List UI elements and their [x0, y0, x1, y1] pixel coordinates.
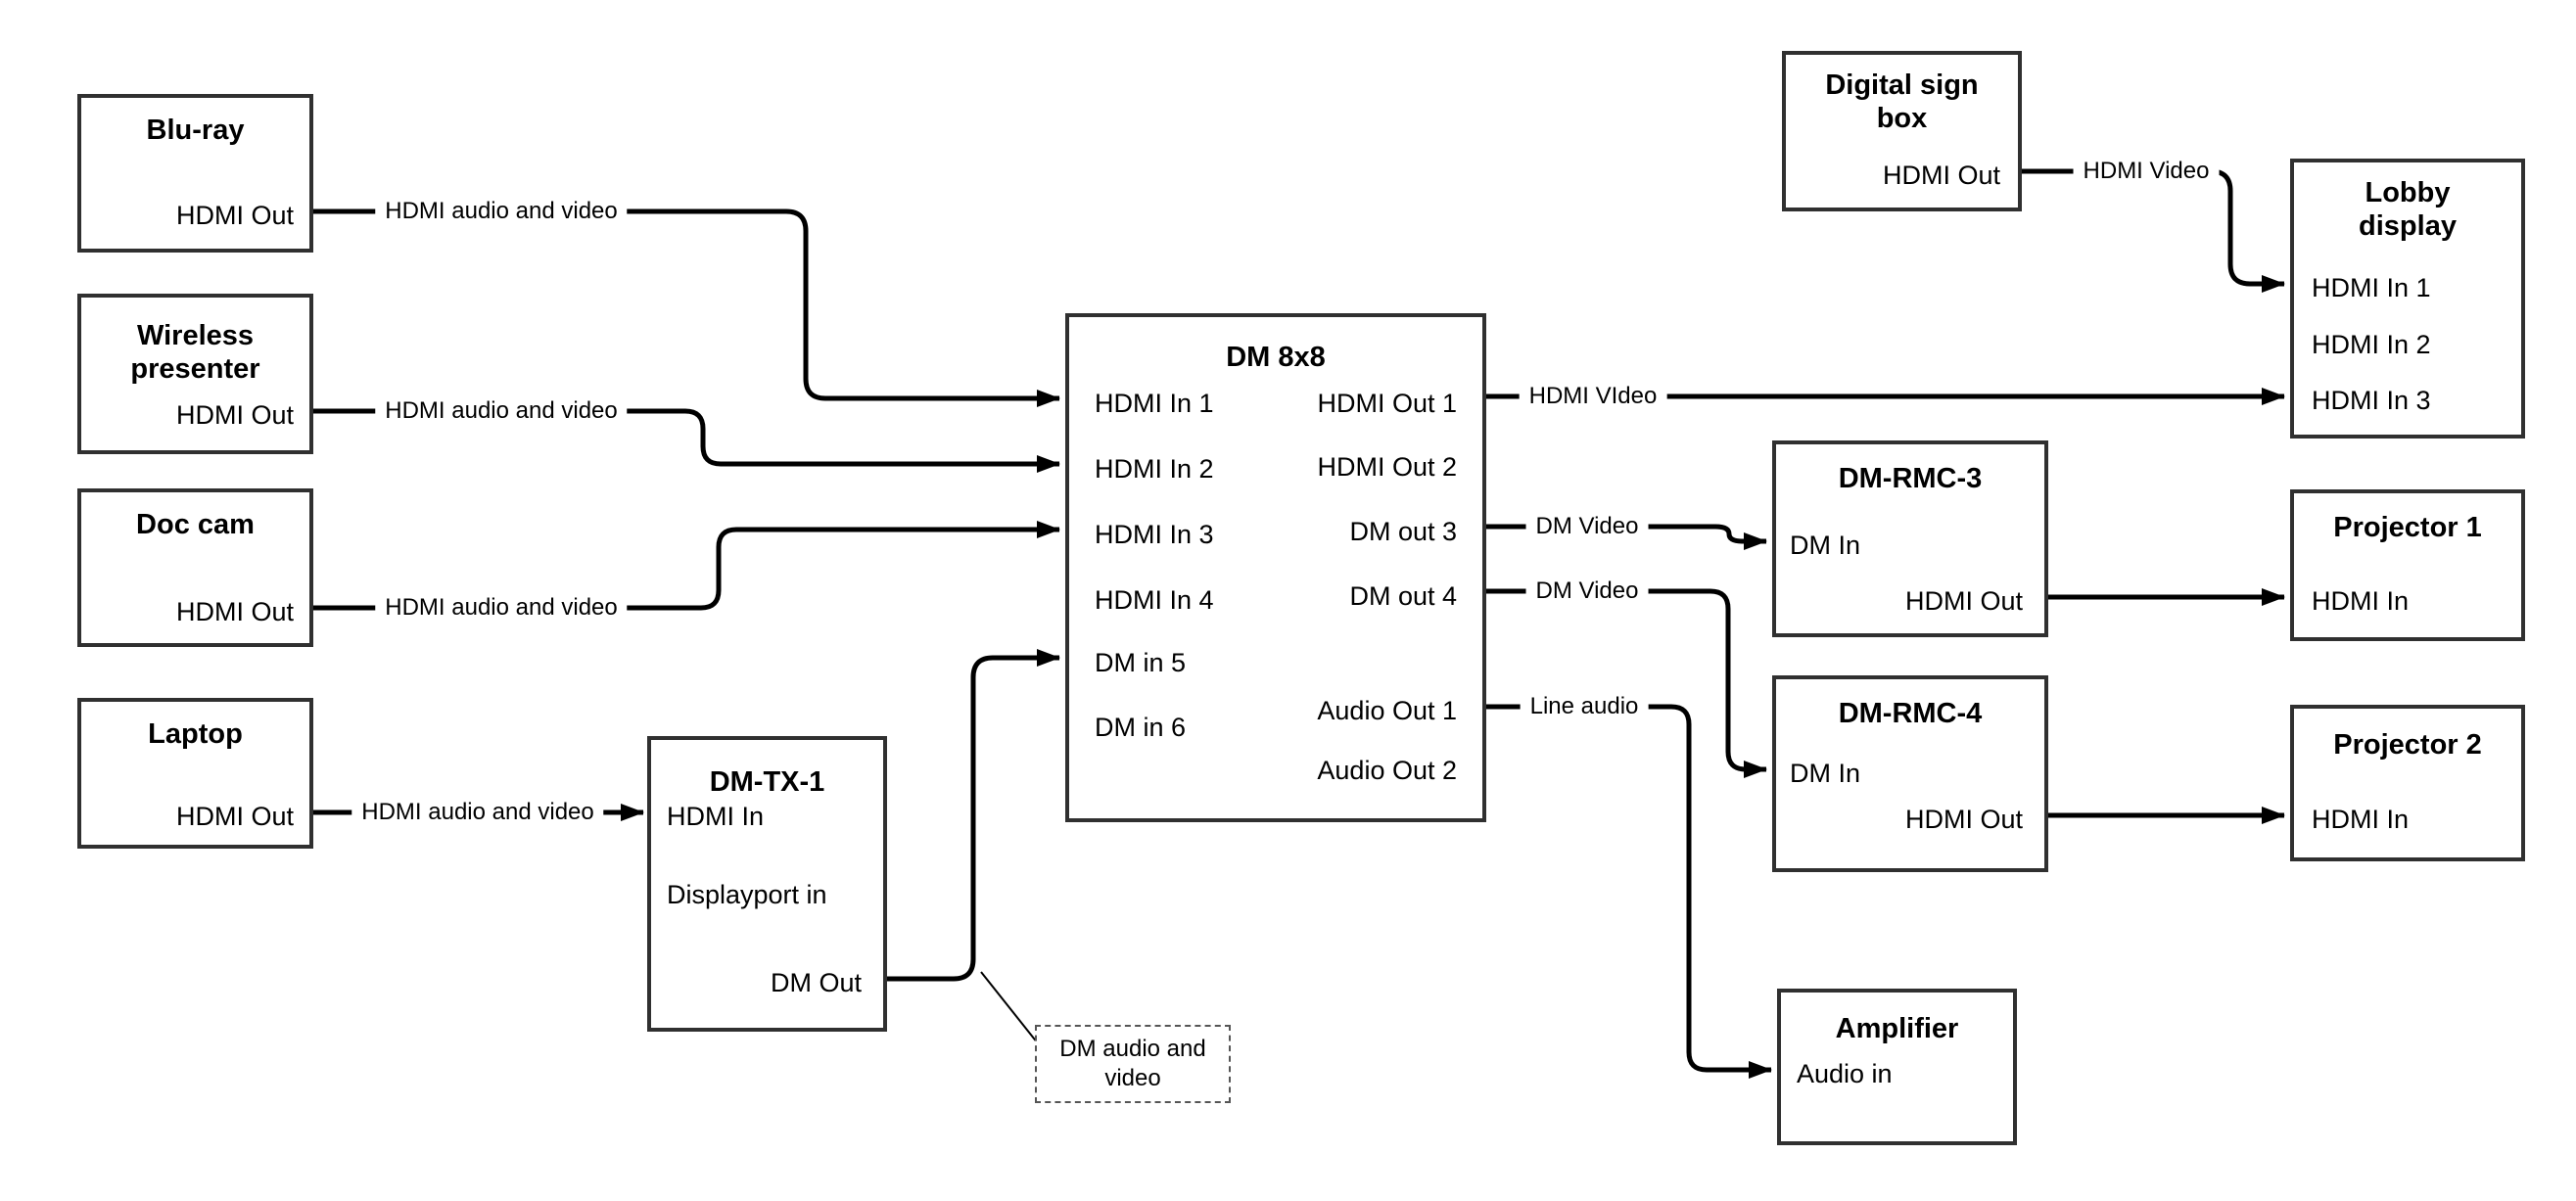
- node-title: DM 8x8: [1226, 342, 1326, 373]
- connector-dmtx1-to-dm8x8-in5: [887, 649, 1060, 982]
- callout-dm-audio-video: DM audio and video: [1035, 1025, 1231, 1103]
- node-title: DM-RMC-4: [1838, 698, 1983, 729]
- connector-digitalsign-to-lobby-in1: [2022, 168, 2285, 293]
- node-title: Projector 1: [2333, 512, 2482, 543]
- edge-label-hdmi-av-bluray: HDMI audio and video: [375, 197, 628, 226]
- edge-label-hdmi-av-wireless: HDMI audio and video: [375, 396, 628, 426]
- port-hdmi-out: HDMI Out: [175, 597, 294, 626]
- node-title: Projector 2: [2333, 729, 2482, 761]
- node-projector-2: Projector 2 HDMI In: [2290, 705, 2525, 861]
- port-audio-in: Audio in: [1797, 1059, 1893, 1088]
- node-dm-rmc-4: DM-RMC-4 DM In HDMI Out: [1772, 675, 2048, 872]
- port-hdmi-out: HDMI Out: [175, 802, 294, 831]
- edge-label-line-audio: Line audio: [1520, 692, 1649, 721]
- node-projector-1: Projector 1 HDMI In: [2290, 489, 2525, 641]
- port-displayport-in: Displayport in: [667, 880, 827, 909]
- port-hdmi-out-2: HDMI Out 2: [1317, 452, 1457, 482]
- port-hdmi-in: HDMI In: [667, 802, 765, 831]
- connector-wireless-to-dm8x8-in2: [313, 408, 1060, 473]
- port-hdmi-in-1: HDMI In 1: [2312, 273, 2431, 302]
- port-hdmi-in-3: HDMI In 3: [1095, 520, 1214, 549]
- port-dm-in-5: DM in 5: [1095, 648, 1187, 677]
- node-lobby-display: Lobby display HDMI In 1 HDMI In 2 HDMI I…: [2290, 159, 2525, 439]
- node-title: Digital sign box: [1825, 69, 1979, 135]
- port-hdmi-out: HDMI Out: [1904, 805, 2023, 834]
- node-laptop: Laptop HDMI Out: [77, 698, 313, 849]
- node-title: DM-RMC-3: [1838, 463, 1983, 494]
- connector-bluray-to-dm8x8-in1: [313, 208, 1060, 407]
- port-dm-out-3: DM out 3: [1349, 517, 1457, 546]
- connector-dm8x8-out4-to-rmc4: [1486, 588, 1767, 778]
- port-dm-out-4: DM out 4: [1349, 581, 1457, 611]
- node-title: DM-TX-1: [709, 766, 825, 798]
- port-hdmi-out: HDMI Out: [1904, 586, 2023, 616]
- connector-doccam-to-dm8x8-in3: [313, 521, 1060, 611]
- node-title: Wireless presenter: [130, 320, 260, 386]
- connector-dm8x8-audio1-to-amplifier: [1486, 704, 1772, 1079]
- edge-label-hdmi-av-doccam: HDMI audio and video: [375, 593, 628, 623]
- node-title: Doc cam: [136, 509, 255, 540]
- port-hdmi-in-2: HDMI In 2: [1095, 454, 1214, 484]
- port-hdmi-in-3: HDMI In 3: [2312, 386, 2431, 415]
- connector-dm8x8-out3-to-rmc3: [1486, 524, 1767, 550]
- node-amplifier: Amplifier Audio in: [1777, 989, 2017, 1145]
- edge-label-hdmi-av-laptop: HDMI audio and video: [351, 798, 604, 827]
- node-title: Blu-ray: [146, 115, 245, 146]
- port-hdmi-in-2: HDMI In 2: [2312, 330, 2431, 359]
- edge-label-hdmi-video-out1: HDMI VIdeo: [1519, 382, 1667, 411]
- port-audio-out-1: Audio Out 1: [1317, 696, 1457, 725]
- callout-leader-line: [980, 971, 1039, 1044]
- callout-text: DM audio and video: [1059, 1036, 1206, 1091]
- node-dm-tx-1: DM-TX-1 HDMI In Displayport in DM Out: [647, 736, 887, 1032]
- node-digital-sign-box: Digital sign box HDMI Out: [1782, 51, 2022, 211]
- port-dm-in-6: DM in 6: [1095, 713, 1187, 742]
- port-dm-out: DM Out: [770, 968, 862, 997]
- port-audio-out-2: Audio Out 2: [1317, 756, 1457, 785]
- port-hdmi-out: HDMI Out: [175, 201, 294, 230]
- node-title: Laptop: [148, 718, 243, 750]
- port-dm-in: DM In: [1790, 759, 1861, 788]
- port-hdmi-in: HDMI In: [2312, 805, 2410, 834]
- port-hdmi-in-1: HDMI In 1: [1095, 389, 1214, 418]
- node-doc-cam: Doc cam HDMI Out: [77, 488, 313, 647]
- edge-label-hdmi-video-sign: HDMI Video: [2073, 157, 2220, 186]
- edge-label-dm-video-out3: DM Video: [1525, 512, 1649, 541]
- port-hdmi-out-1: HDMI Out 1: [1317, 389, 1457, 418]
- node-bluray: Blu-ray HDMI Out: [77, 94, 313, 253]
- port-dm-in: DM In: [1790, 531, 1861, 560]
- node-dm-8x8: DM 8x8 HDMI In 1 HDMI In 2 HDMI In 3 HDM…: [1065, 313, 1486, 822]
- node-dm-rmc-3: DM-RMC-3 DM In HDMI Out: [1772, 440, 2048, 637]
- node-title: Amplifier: [1835, 1013, 1959, 1044]
- node-wireless-presenter: Wireless presenter HDMI Out: [77, 294, 313, 454]
- port-hdmi-in: HDMI In: [2312, 586, 2410, 616]
- port-hdmi-out: HDMI Out: [175, 400, 294, 430]
- edge-label-dm-video-out4: DM Video: [1525, 577, 1649, 606]
- port-hdmi-in-4: HDMI In 4: [1095, 585, 1214, 615]
- node-title: Lobby display: [2359, 177, 2457, 243]
- port-hdmi-out: HDMI Out: [1882, 161, 2000, 190]
